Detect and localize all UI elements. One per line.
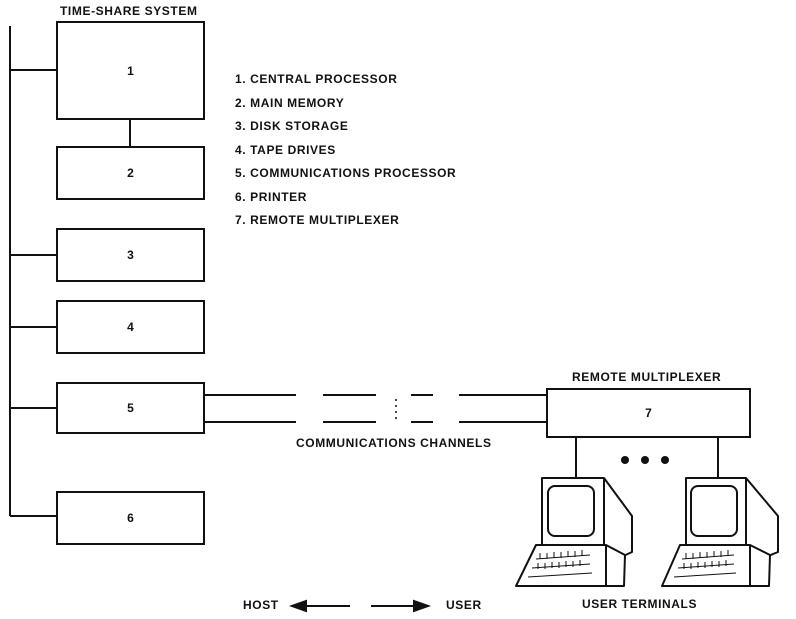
legend-item: 6. PRINTER (235, 189, 456, 213)
user-terminal-1 (516, 478, 632, 586)
box-3-number: 3 (58, 248, 203, 262)
user-label: USER (446, 598, 482, 612)
box-printer: 6 (56, 491, 205, 545)
communications-channels (204, 395, 548, 422)
box-5-number: 5 (58, 401, 203, 415)
box-4-number: 4 (58, 320, 203, 334)
remote-multiplexer-title: REMOTE MULTIPLEXER (572, 370, 721, 384)
user-terminal-2 (662, 478, 778, 586)
legend: 1. CENTRAL PROCESSOR 2. MAIN MEMORY 3. D… (235, 71, 456, 236)
terminals-ellipsis (621, 456, 669, 464)
box-central-processor: 1 (56, 21, 205, 120)
legend-item: 1. CENTRAL PROCESSOR (235, 71, 456, 95)
diagram-title: TIME-SHARE SYSTEM (60, 4, 198, 18)
legend-item: 4. TAPE DRIVES (235, 142, 456, 166)
channel-dots (395, 399, 397, 419)
legend-item: 7. REMOTE MULTIPLEXER (235, 212, 456, 236)
box-7-number: 7 (548, 406, 749, 420)
box-tape-drives: 4 (56, 300, 205, 354)
box-main-memory: 2 (56, 146, 205, 200)
host-label: HOST (243, 598, 279, 612)
box-remote-multiplexer: 7 (546, 388, 751, 438)
box-communications-processor: 5 (56, 382, 205, 434)
legend-item: 2. MAIN MEMORY (235, 95, 456, 119)
host-arrow (292, 601, 350, 611)
communications-channels-label: COMMUNICATIONS CHANNELS (296, 436, 492, 450)
user-arrow (371, 601, 428, 611)
box-2-number: 2 (58, 166, 203, 180)
legend-item: 5. COMMUNICATIONS PROCESSOR (235, 165, 456, 189)
legend-item: 3. DISK STORAGE (235, 118, 456, 142)
box-disk-storage: 3 (56, 228, 205, 282)
box-1-number: 1 (58, 64, 203, 78)
box-6-number: 6 (58, 511, 203, 525)
user-terminals-label: USER TERMINALS (582, 597, 697, 611)
